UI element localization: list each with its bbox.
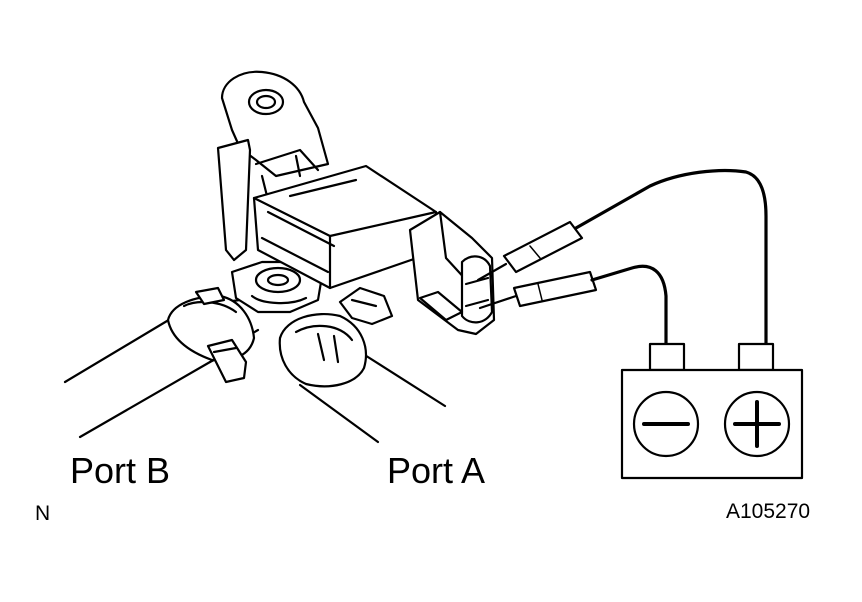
vsv-ports — [230, 260, 324, 314]
corner-mark: N — [35, 502, 51, 525]
port-a-hose-clamp — [278, 286, 394, 388]
test-lead-negative — [478, 270, 598, 310]
figure-id: A105270 — [726, 500, 811, 523]
port-a-hose — [298, 350, 447, 444]
battery — [620, 342, 804, 480]
port-a-label: Port A — [387, 450, 486, 491]
negative-terminal-icon — [632, 390, 700, 458]
port-b-label: Port B — [70, 450, 171, 491]
vsv-connector — [408, 210, 496, 336]
port-b-hose-clamp — [166, 286, 256, 384]
test-lead-positive — [476, 220, 584, 282]
positive-terminal-icon — [723, 390, 791, 458]
battery-wires — [574, 168, 768, 348]
mounting-bracket — [216, 70, 330, 262]
